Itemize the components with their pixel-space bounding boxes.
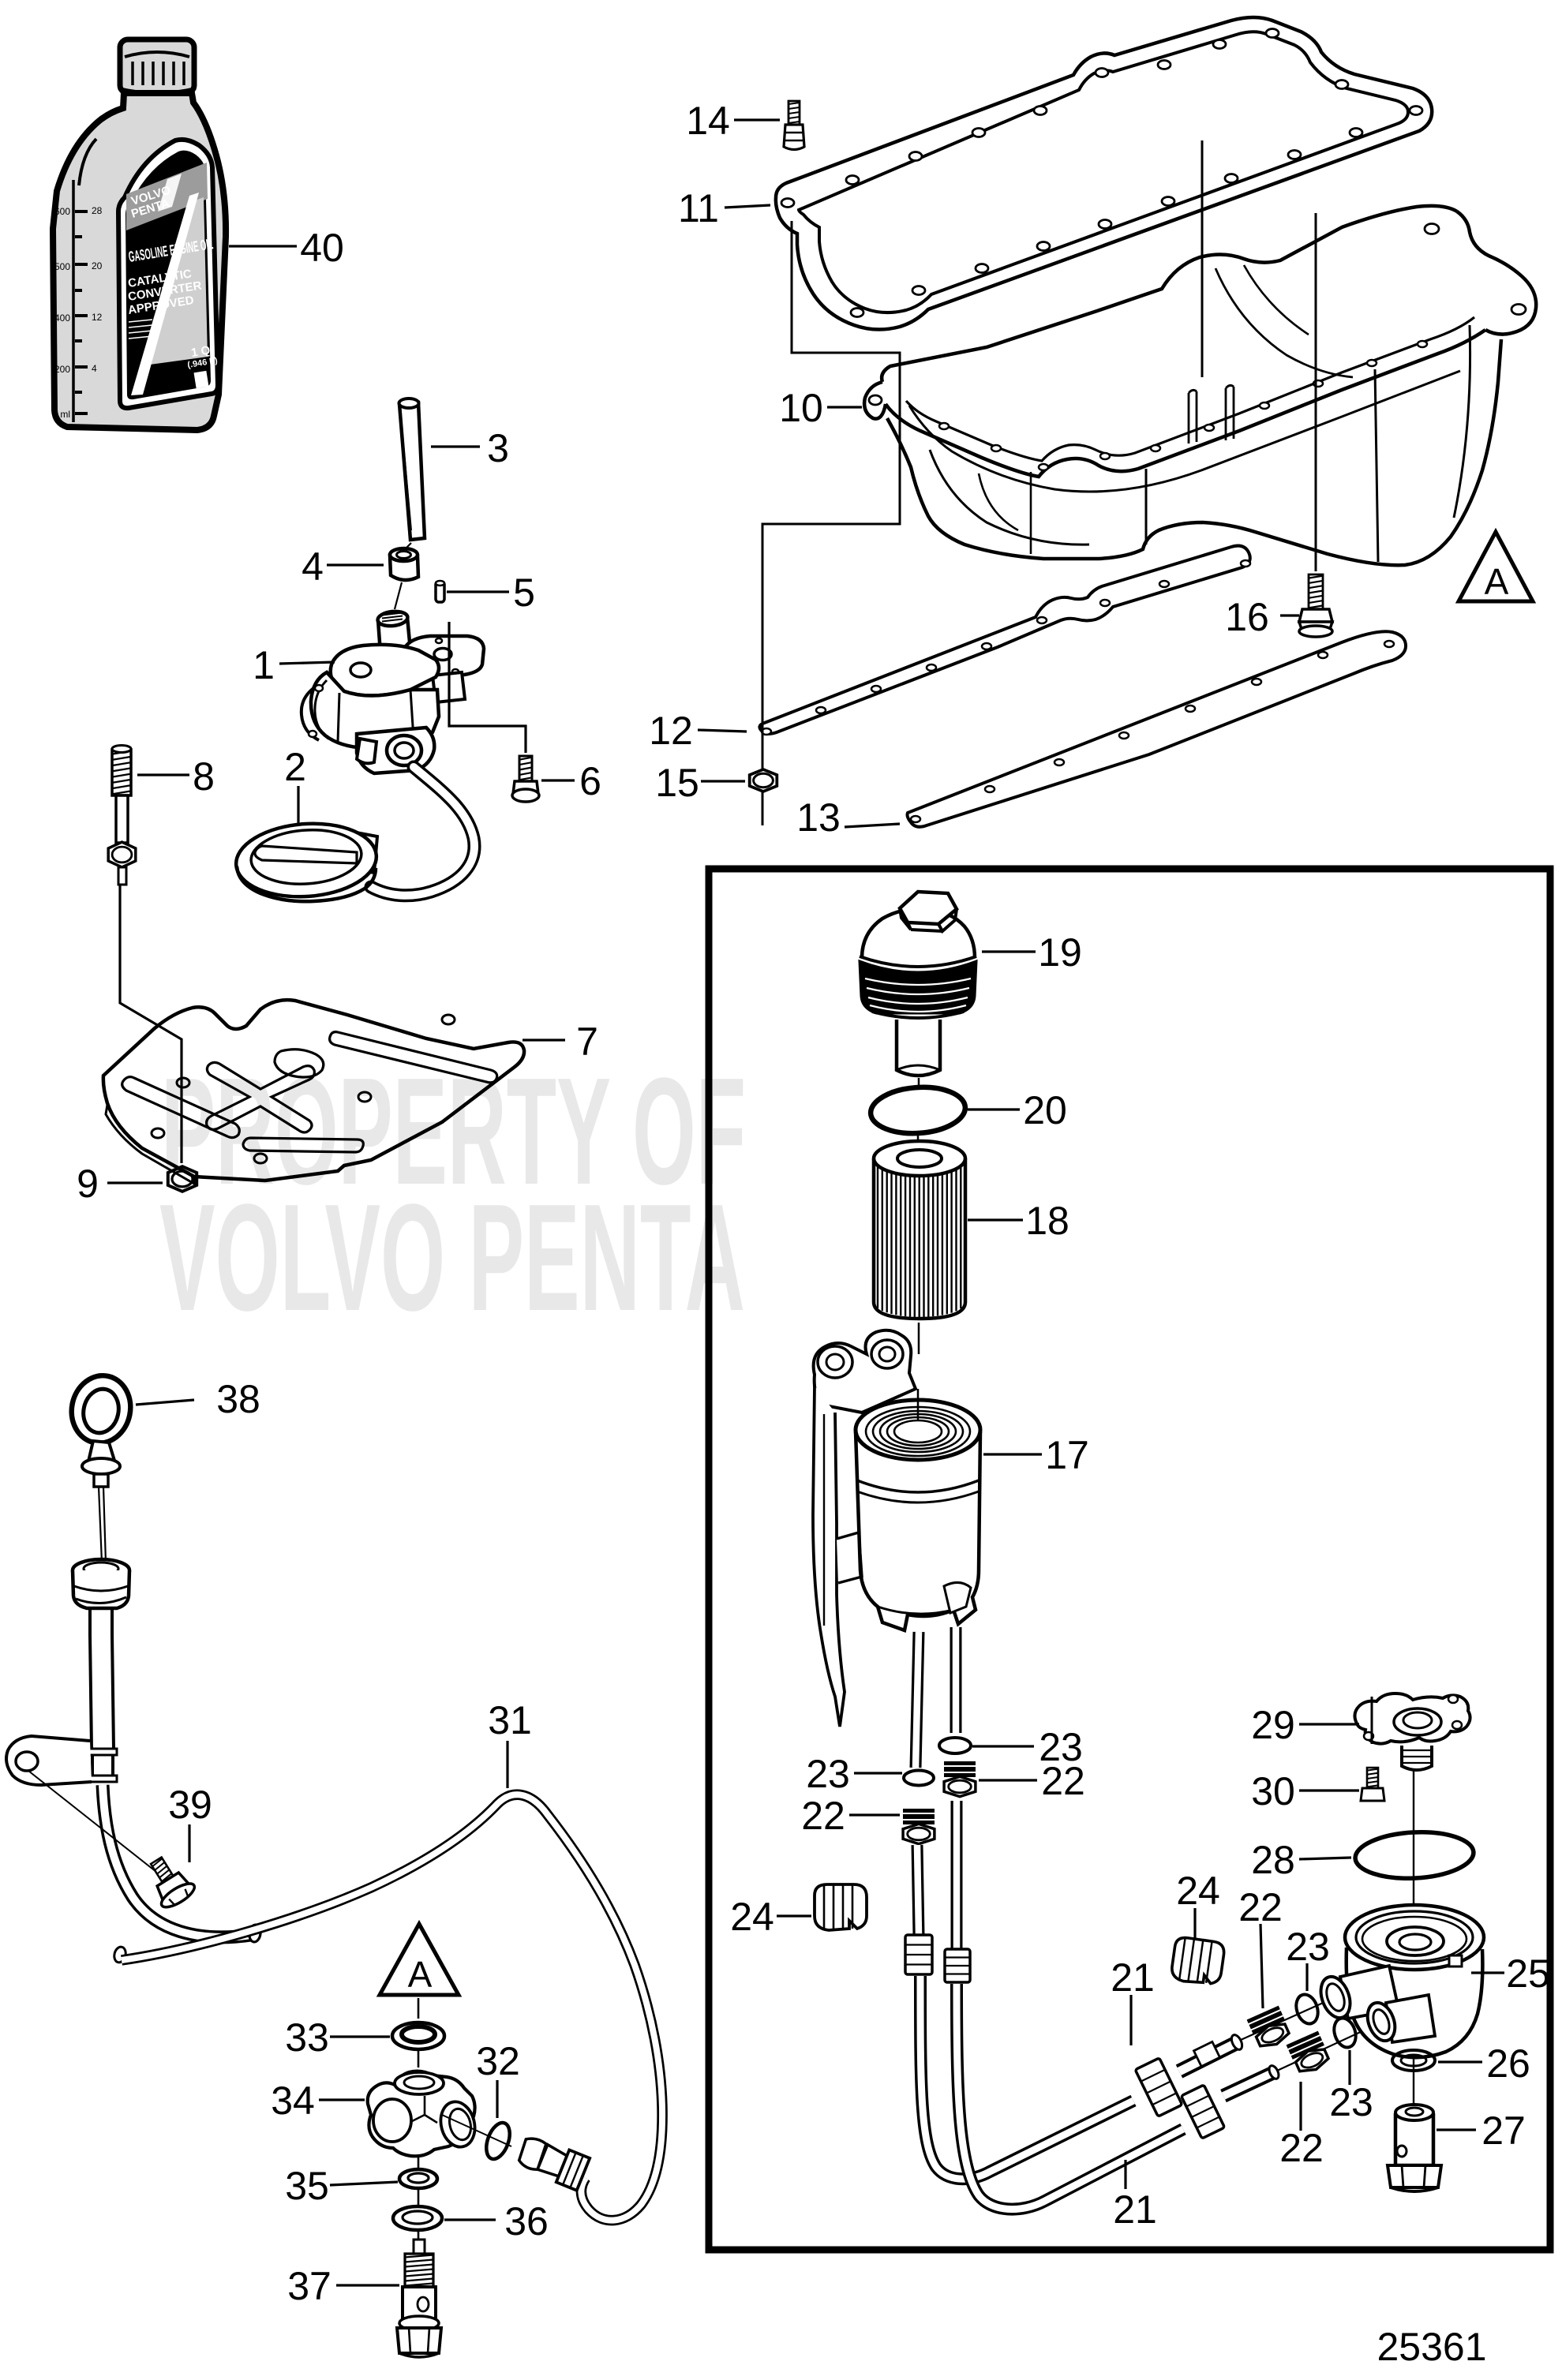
svg-text:40: 40 <box>300 226 344 270</box>
svg-text:36: 36 <box>504 2199 549 2243</box>
svg-text:200: 200 <box>54 364 70 375</box>
svg-text:16: 16 <box>1225 595 1269 639</box>
svg-text:6: 6 <box>579 759 601 803</box>
svg-text:28: 28 <box>1251 1838 1295 1882</box>
svg-text:500: 500 <box>54 261 70 272</box>
svg-text:22: 22 <box>801 1794 845 1838</box>
svg-text:21: 21 <box>1111 1955 1155 2000</box>
svg-text:31: 31 <box>488 1698 532 1742</box>
svg-text:17: 17 <box>1045 1433 1089 1477</box>
svg-text:23: 23 <box>1329 2080 1373 2124</box>
svg-text:23: 23 <box>1286 1925 1330 1969</box>
svg-text:VOLVO PENTA: VOLVO PENTA <box>159 1172 745 1342</box>
svg-text:22: 22 <box>1279 2126 1324 2170</box>
svg-text:1 Qt: 1 Qt <box>190 343 215 360</box>
svg-text:24: 24 <box>730 1895 774 1939</box>
svg-text:10: 10 <box>779 386 823 430</box>
svg-text:28: 28 <box>92 205 103 216</box>
svg-text:29: 29 <box>1251 1703 1295 1747</box>
svg-text:2: 2 <box>284 745 306 789</box>
svg-text:A: A <box>1485 561 1509 602</box>
svg-text:14: 14 <box>686 99 730 143</box>
svg-text:25: 25 <box>1506 1952 1550 1996</box>
svg-text:9: 9 <box>77 1162 99 1206</box>
svg-text:34: 34 <box>271 2079 315 2123</box>
svg-text:A: A <box>408 1954 433 1995</box>
svg-text:33: 33 <box>285 2015 329 2060</box>
svg-text:12: 12 <box>649 709 693 753</box>
svg-text:12: 12 <box>92 312 103 323</box>
svg-text:22: 22 <box>1041 1759 1085 1803</box>
svg-text:4: 4 <box>302 544 324 589</box>
svg-text:27: 27 <box>1481 2109 1526 2153</box>
svg-text:ml: ml <box>60 409 70 420</box>
svg-text:35: 35 <box>285 2164 329 2208</box>
svg-text:15: 15 <box>655 761 699 805</box>
svg-text:4: 4 <box>92 363 97 374</box>
svg-text:8: 8 <box>193 754 215 799</box>
svg-text:39: 39 <box>168 1783 212 1827</box>
svg-text:7: 7 <box>576 1020 598 1064</box>
svg-text:24: 24 <box>1176 1869 1220 1913</box>
svg-text:400: 400 <box>54 312 70 324</box>
svg-text:1: 1 <box>253 643 275 687</box>
svg-text:20: 20 <box>1023 1088 1067 1132</box>
svg-text:600: 600 <box>54 206 70 217</box>
svg-text:26: 26 <box>1486 2041 1530 2086</box>
svg-text:37: 37 <box>287 2264 332 2308</box>
svg-text:30: 30 <box>1251 1769 1295 1813</box>
svg-text:5: 5 <box>513 571 535 615</box>
svg-text:18: 18 <box>1025 1199 1069 1243</box>
svg-text:32: 32 <box>476 2039 520 2083</box>
svg-text:23: 23 <box>1039 1725 1083 1769</box>
svg-text:25361: 25361 <box>1377 2325 1486 2369</box>
svg-text:38: 38 <box>216 1377 260 1421</box>
svg-text:23: 23 <box>806 1752 850 1796</box>
svg-text:11: 11 <box>678 186 719 230</box>
svg-text:22: 22 <box>1238 1885 1283 1929</box>
svg-text:21: 21 <box>1113 2187 1157 2232</box>
svg-text:13: 13 <box>796 795 841 840</box>
svg-text:20: 20 <box>92 260 103 271</box>
svg-text:19: 19 <box>1038 930 1082 975</box>
svg-text:3: 3 <box>487 426 509 470</box>
